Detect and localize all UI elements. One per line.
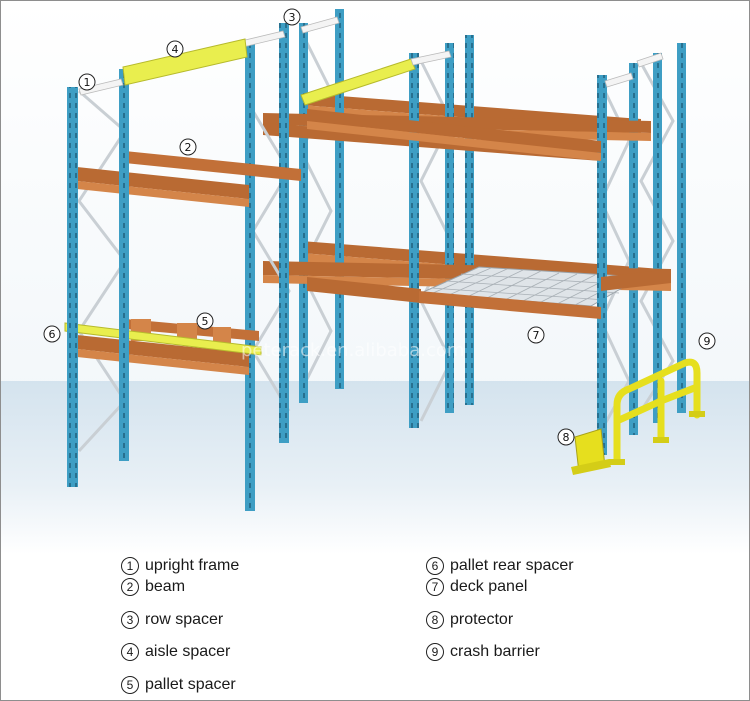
legend-item-protector: 8 protector — [426, 608, 513, 632]
legend-number: 2 — [121, 578, 139, 596]
legend-item-aisle-spacer: 4 aisle spacer — [121, 640, 230, 664]
svg-text:3: 3 — [289, 11, 296, 24]
svg-text:6: 6 — [49, 328, 56, 341]
svg-text:9: 9 — [704, 335, 711, 348]
protector — [571, 428, 611, 475]
legend-number: 4 — [121, 643, 139, 661]
legend-number: 3 — [121, 611, 139, 629]
legend-number: 9 — [426, 643, 444, 661]
uprights-left — [67, 69, 129, 487]
crash-barrier-feet — [609, 411, 705, 465]
callout-1: 1 — [78, 73, 96, 91]
legend-item-crash-barrier: 9 crash barrier — [426, 640, 540, 664]
legend-label: pallet spacer — [145, 676, 236, 693]
svg-text:7: 7 — [533, 329, 540, 342]
right-front-beams — [307, 109, 671, 319]
legend: 1 upright frame 2 beam 3 row spacer 4 ai… — [1, 554, 749, 700]
aisle-spacer-left — [78, 38, 248, 96]
callout-8: 8 — [557, 428, 575, 446]
legend-item-deck-panel: 7 deck panel — [426, 575, 527, 599]
callout-3: 3 — [283, 8, 301, 26]
svg-text:1: 1 — [84, 76, 91, 89]
svg-text:5: 5 — [202, 315, 209, 328]
racking-svg: peterack.en.alibaba.com 1 2 3 4 — [1, 1, 749, 554]
legend-label: beam — [145, 578, 186, 595]
watermark: peterack.en.alibaba.com — [241, 340, 464, 361]
callouts: 1 2 3 4 5 — [43, 8, 716, 446]
legend-label: row spacer — [145, 611, 224, 628]
legend-label: pallet rear spacer — [450, 557, 574, 574]
legend-item-beam: 2 beam — [121, 575, 185, 599]
legend-label: upright frame — [145, 557, 240, 574]
legend-item-pallet-spacer: 5 pallet spacer — [121, 673, 236, 697]
legend-label: aisle spacer — [145, 643, 231, 660]
callout-6: 6 — [43, 325, 61, 343]
callout-9: 9 — [698, 332, 716, 350]
uprights-back — [299, 9, 686, 435]
legend-label: protector — [450, 611, 514, 628]
legend-item-pallet-rear-spacer: 6 pallet rear spacer — [426, 554, 574, 578]
legend-item-upright-frame: 1 upright frame — [121, 554, 239, 578]
spacers-top — [240, 16, 664, 106]
callout-7: 7 — [527, 326, 545, 344]
legend-item-row-spacer: 3 row spacer — [121, 608, 223, 632]
legend-label: deck panel — [450, 578, 528, 595]
legend-number: 8 — [426, 611, 444, 629]
callout-5: 5 — [196, 312, 214, 330]
legend-number: 6 — [426, 557, 444, 575]
racking-illustration: peterack.en.alibaba.com 1 2 3 4 — [1, 1, 749, 554]
callout-4: 4 — [166, 40, 184, 58]
legend-number: 5 — [121, 676, 139, 694]
svg-text:2: 2 — [185, 141, 192, 154]
legend-number: 1 — [121, 557, 139, 575]
uprights-mid — [245, 23, 607, 511]
crash-barrier — [613, 358, 701, 465]
legend-number: 7 — [426, 578, 444, 596]
legend-label: crash barrier — [450, 643, 540, 660]
callout-2: 2 — [179, 138, 197, 156]
svg-text:8: 8 — [563, 431, 570, 444]
svg-text:4: 4 — [172, 43, 179, 56]
